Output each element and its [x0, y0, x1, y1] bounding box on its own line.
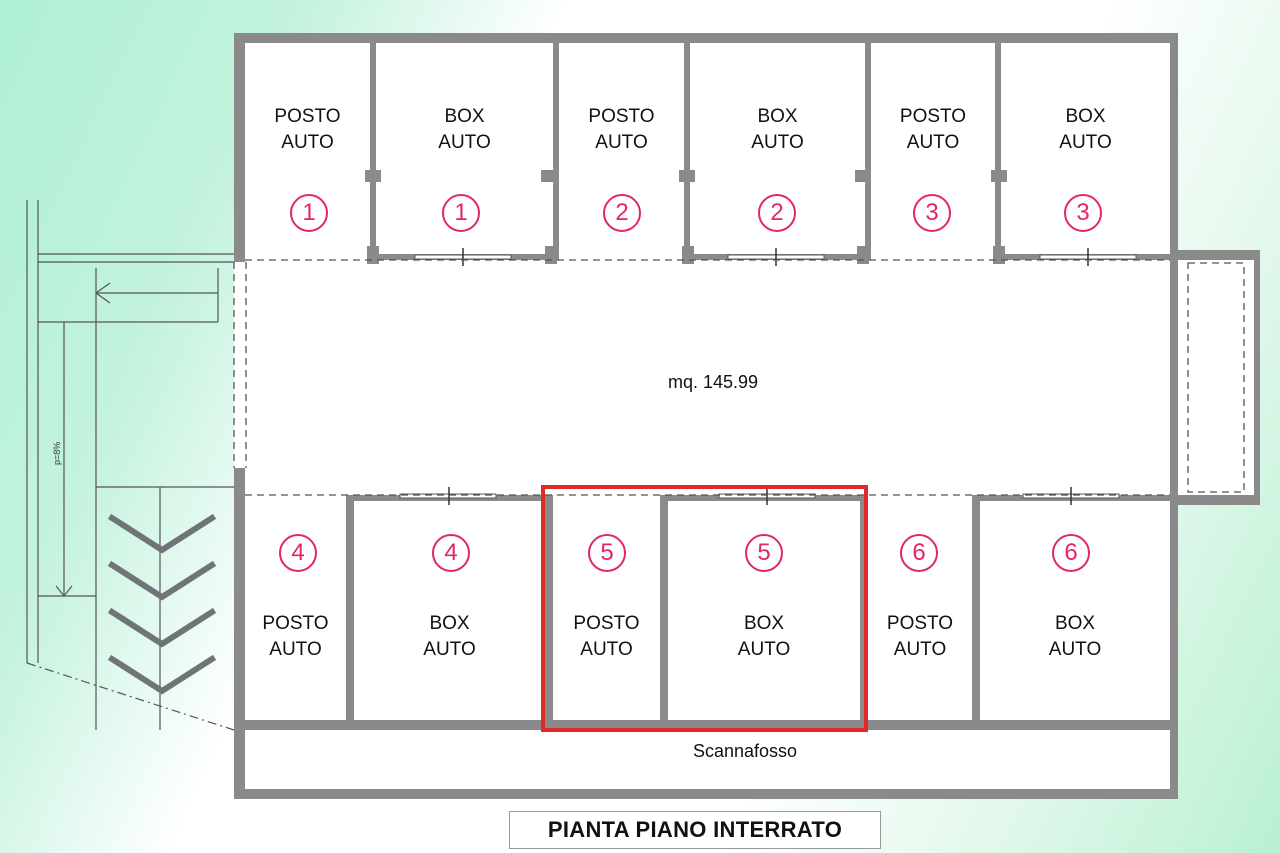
plan-title: PIANTA PIANO INTERRATO [509, 811, 881, 849]
interior-top [245, 43, 1170, 260]
number-badge-posto-3: 3 [913, 194, 951, 232]
scannafosso-area [245, 730, 1170, 789]
number-badge-box-2: 2 [758, 194, 796, 232]
number-badge-posto-6: 6 [900, 534, 938, 572]
highlight-unit-5 [541, 485, 868, 732]
ramp-chevrons [107, 513, 217, 695]
interior-bottom [245, 495, 1170, 720]
number-badge-posto-2: 2 [603, 194, 641, 232]
number-badge-box-1: 1 [442, 194, 480, 232]
corridor-area-label: mq. 145.99 [668, 372, 759, 392]
corridor-dashes [233, 259, 1170, 496]
ramp-slope-label: p=8% [52, 441, 62, 465]
right-lightwell [1170, 250, 1260, 505]
number-badge-box-5: 5 [745, 534, 783, 572]
number-badge-box-6: 6 [1052, 534, 1090, 572]
number-badge-box-4: 4 [432, 534, 470, 572]
number-badge-box-3: 3 [1064, 194, 1102, 232]
number-badge-posto-4: 4 [279, 534, 317, 572]
ramp [26, 200, 235, 731]
scannafosso-label: Scannafosso [693, 741, 798, 761]
interior-corridor [234, 260, 1178, 495]
number-badge-posto-5: 5 [588, 534, 626, 572]
number-badge-posto-1: 1 [290, 194, 328, 232]
